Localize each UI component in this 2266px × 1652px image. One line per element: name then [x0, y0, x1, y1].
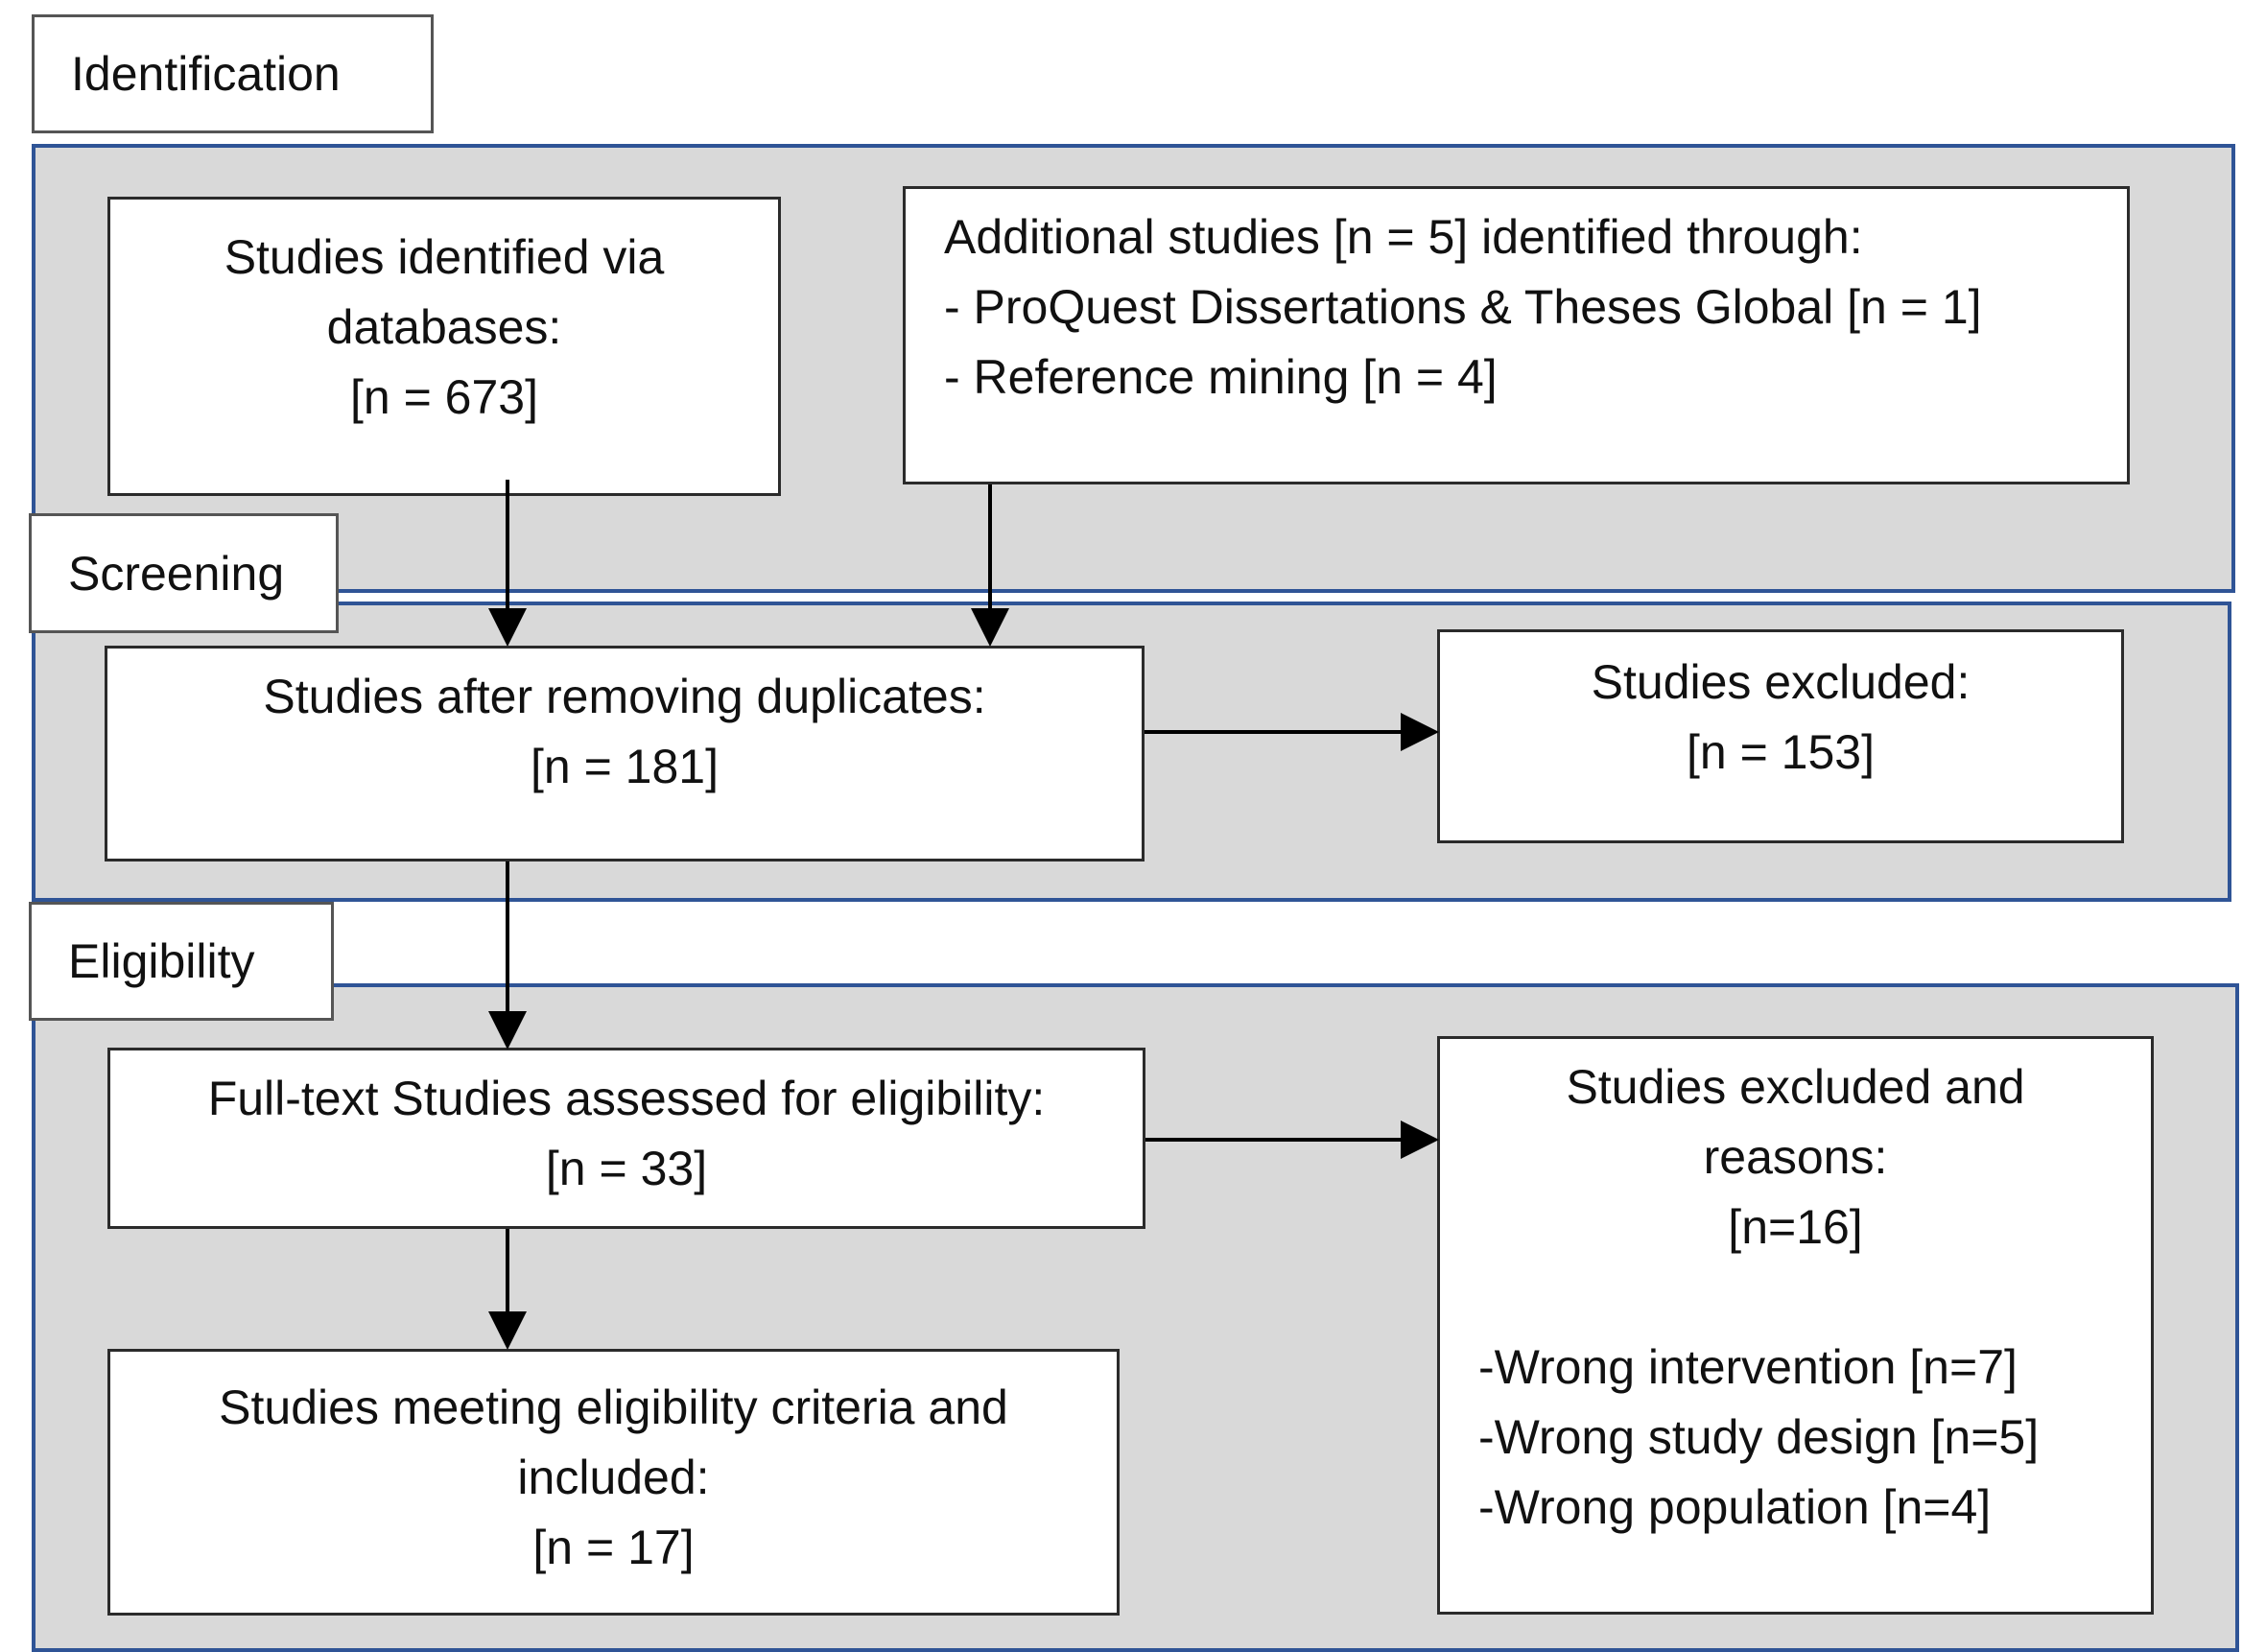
databases-count: [n = 673]	[350, 370, 538, 424]
after-duplicates-box: Studies after removing duplicates: [n = …	[105, 646, 1145, 861]
included-line-2: included:	[517, 1451, 710, 1504]
excluded-count: [n = 153]	[1687, 725, 1875, 779]
included-box: Studies meeting eligibility criteria and…	[107, 1349, 1120, 1616]
excluded-line-1: Studies excluded:	[1591, 655, 1971, 709]
reason-item: -Wrong study design [n=5]	[1478, 1410, 2040, 1464]
excluded-box: Studies excluded: [n = 153]	[1437, 629, 2124, 843]
excluded-reasons-header: Studies excluded and reasons: [n=16]	[1440, 1052, 2151, 1263]
databases-line-1: Studies identified via	[224, 230, 665, 284]
additional-line-2: - ProQuest Dissertations & Theses Global…	[944, 280, 1982, 334]
stage-label-identification-text: Identification	[71, 47, 341, 101]
additional-line-1: Additional studies [n = 5] identified th…	[944, 210, 1863, 264]
excluded-reasons-line-1: Studies excluded and	[1566, 1060, 2025, 1114]
databases-line-2: databases:	[326, 300, 562, 354]
reason-item: -Wrong population [n=4]	[1478, 1480, 1992, 1534]
additional-line-3: - Reference mining [n = 4]	[944, 350, 1498, 404]
excluded-reasons-line-2: reasons:	[1703, 1130, 1888, 1184]
excluded-reasons-box: Studies excluded and reasons: [n=16] -Wr…	[1437, 1036, 2154, 1615]
additional-studies-box: Additional studies [n = 5] identified th…	[903, 186, 2130, 484]
stage-label-screening: Screening	[29, 513, 339, 633]
stage-label-eligibility: Eligibility	[29, 902, 334, 1021]
excluded-reasons-list: -Wrong intervention [n=7] -Wrong study d…	[1440, 1333, 2151, 1543]
after-duplicates-line-1: Studies after removing duplicates:	[263, 670, 986, 723]
databases-box: Studies identified via databases: [n = 6…	[107, 197, 781, 496]
stage-label-eligibility-text: Eligibility	[68, 934, 255, 988]
fulltext-count: [n = 33]	[545, 1142, 708, 1195]
fulltext-box: Full-text Studies assessed for eligibili…	[107, 1048, 1145, 1229]
reason-item: -Wrong intervention [n=7]	[1478, 1340, 2018, 1394]
included-line-1: Studies meeting eligibility criteria and	[219, 1381, 1008, 1434]
fulltext-line-1: Full-text Studies assessed for eligibili…	[207, 1072, 1046, 1125]
stage-label-identification: Identification	[32, 14, 434, 133]
excluded-reasons-count: [n=16]	[1728, 1200, 1863, 1254]
stage-label-screening-text: Screening	[68, 546, 285, 601]
after-duplicates-count: [n = 181]	[531, 740, 719, 793]
included-count: [n = 17]	[532, 1521, 695, 1574]
